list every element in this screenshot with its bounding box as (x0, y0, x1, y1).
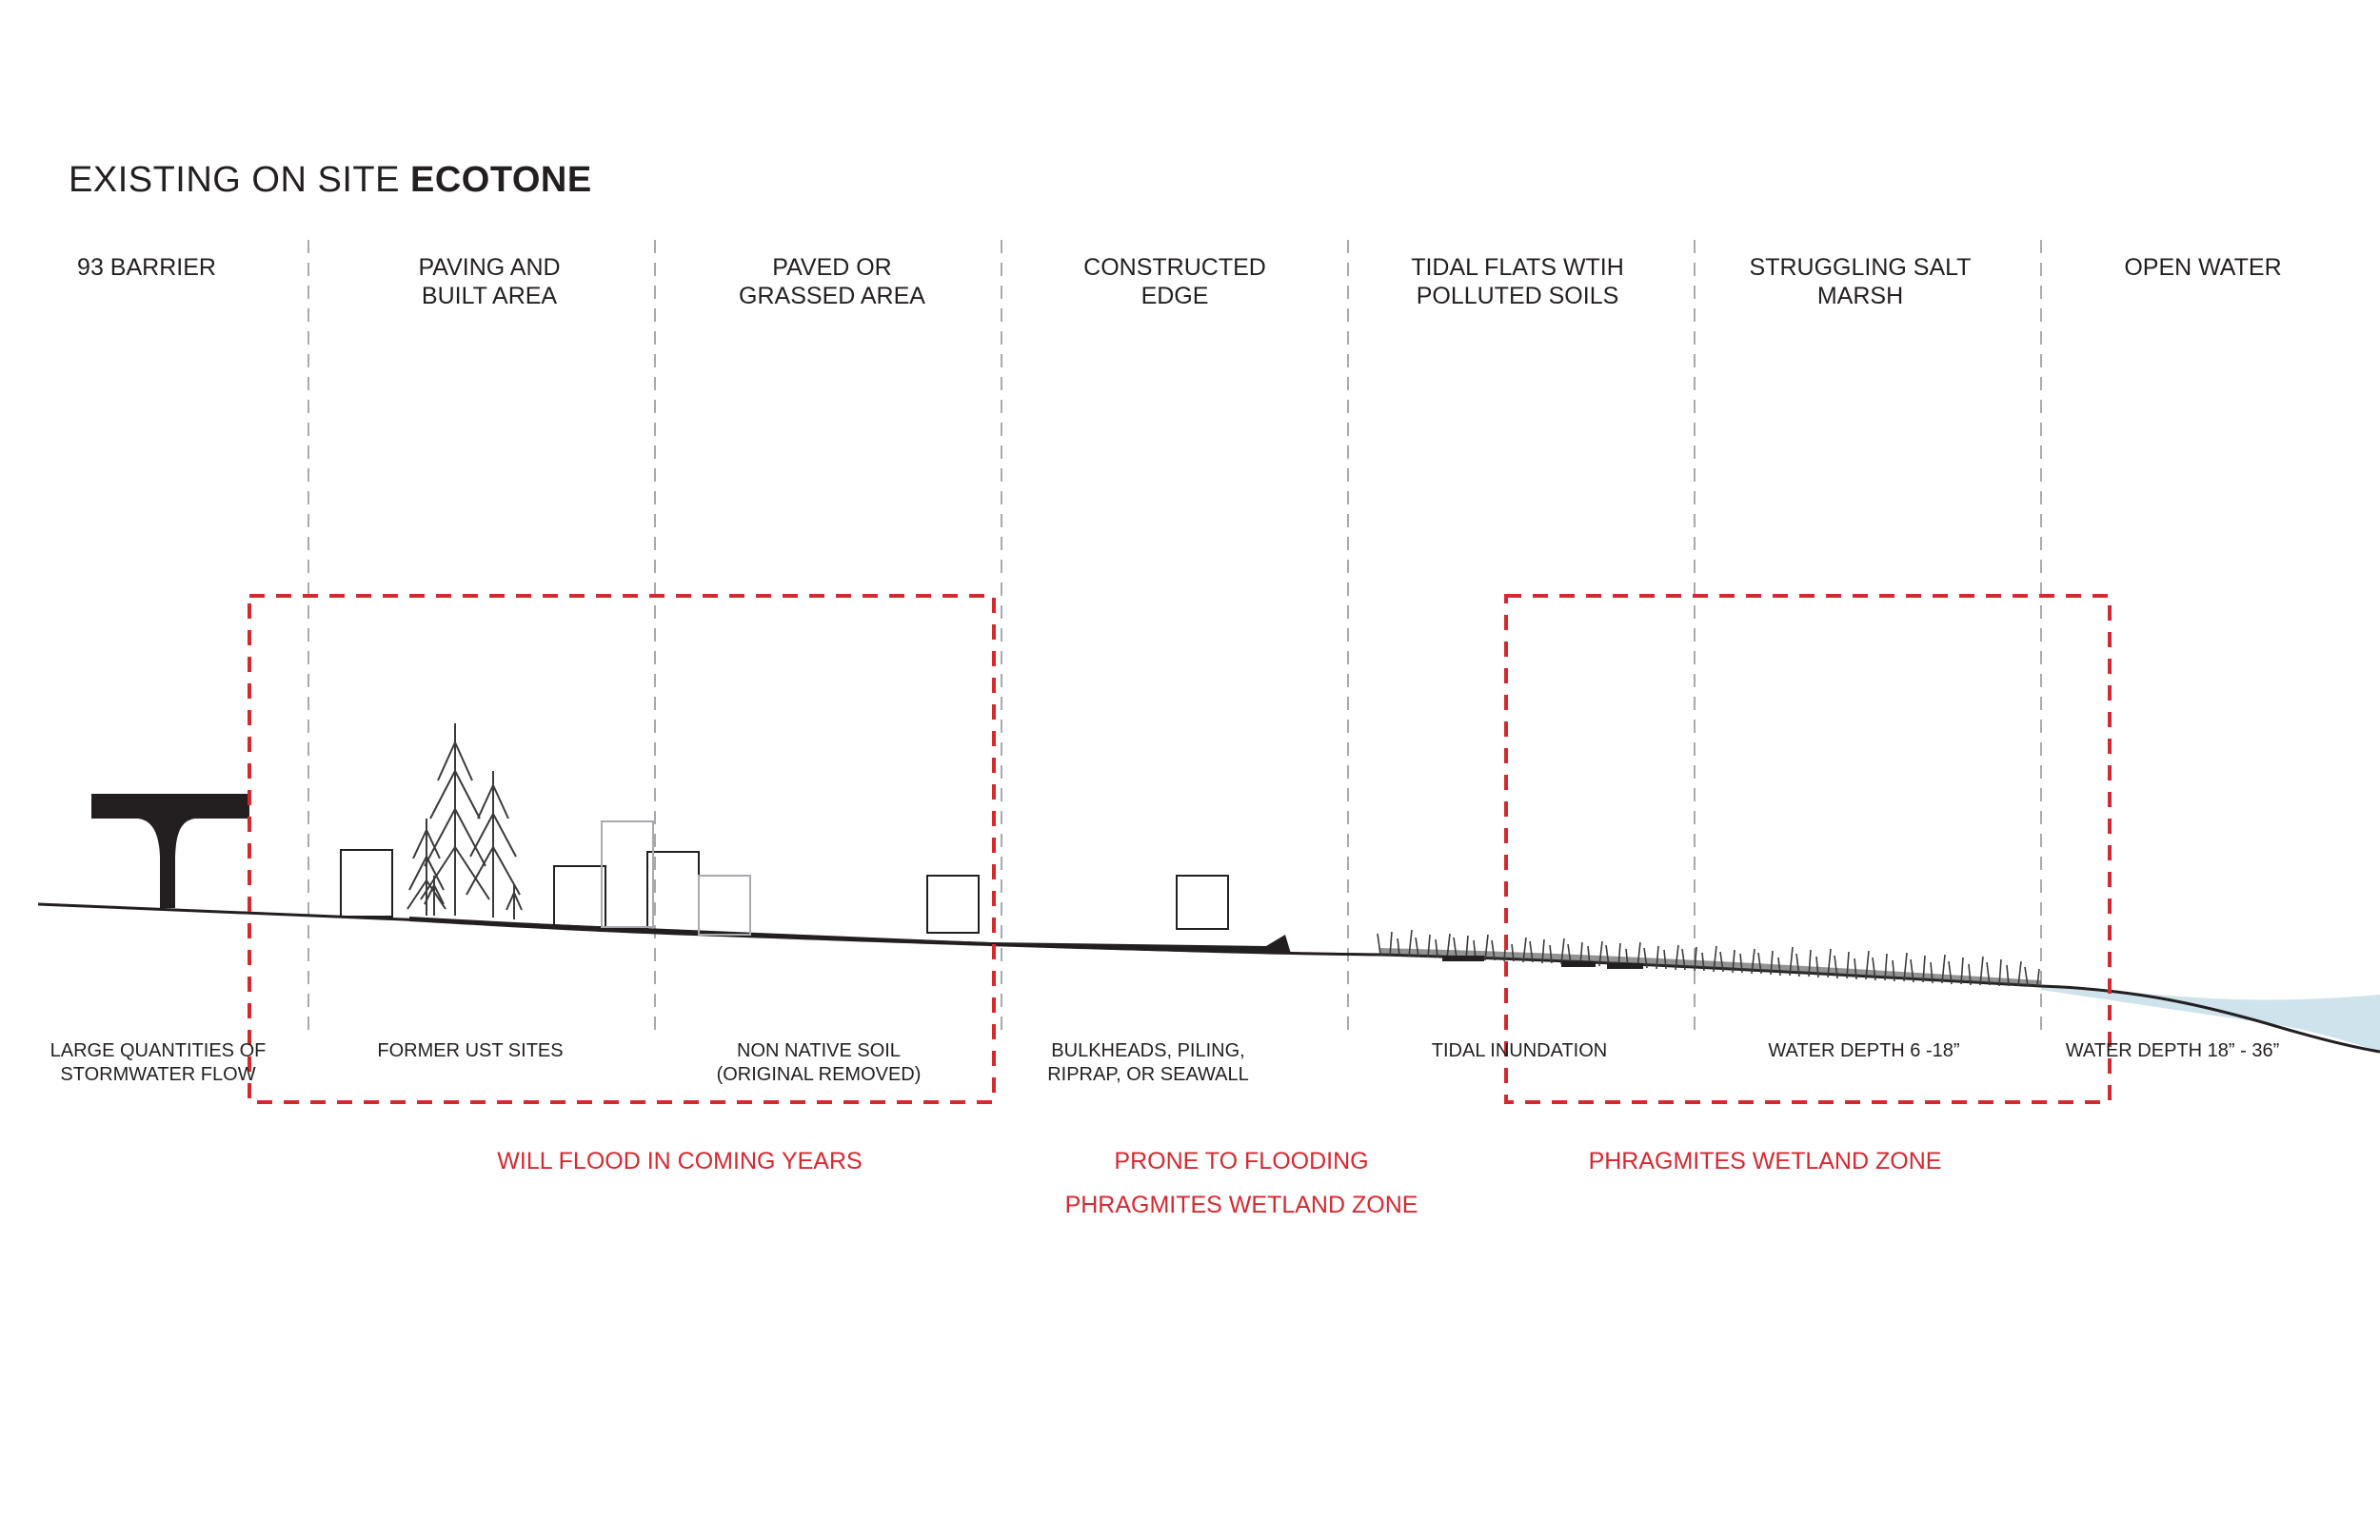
annotation-phragmites-center: PHRAGMITES WETLAND ZONE (1064, 1192, 1418, 1218)
buildings-light (601, 820, 751, 936)
diagram-title: EXISTING ON SITE ECOTONE (69, 160, 592, 201)
buildings (340, 820, 1229, 936)
zone-heading-93-barrier: 93 BARRIER (77, 254, 216, 281)
annotation-will-flood: WILL FLOOD IN COMING YEARS (497, 1148, 863, 1175)
zone-note-paved-grassed: NON NATIVE SOIL (ORIGINAL REMOVED) (716, 1040, 922, 1085)
zone-heading-paved-grassed: PAVED OR GRASSED AREA (739, 254, 925, 309)
zone-note-93-barrier: LARGE QUANTITIES OF STORMWATER FLOW (50, 1040, 267, 1085)
zone-note-tidal-flats: TIDAL INUNDATION (1431, 1040, 1608, 1061)
mud-patches (1442, 956, 1643, 969)
flood-zone-box-right (1504, 594, 2112, 1104)
tree (466, 771, 521, 918)
zone-heading-tidal-flats: TIDAL FLATS WTIH POLLUTED SOILS (1411, 254, 1624, 309)
annotation-phragmites-right: PHRAGMITES WETLAND ZONE (1588, 1148, 1942, 1175)
ground-line (37, 902, 2380, 1054)
title-bold: ECOTONE (410, 160, 592, 200)
tree (420, 723, 490, 916)
building (601, 820, 654, 928)
highway-barrier (91, 794, 249, 908)
marsh-mat (1380, 948, 2041, 986)
building (340, 849, 393, 918)
mud-patch (1561, 961, 1596, 967)
zone-heading-open-water: OPEN WATER (2124, 254, 2282, 281)
zone-note-salt-marsh: WATER DEPTH 6 -18” (1768, 1040, 1960, 1061)
zone-heading-constructed-edge: CONSTRUCTED EDGE (1083, 254, 1266, 309)
zone-heading-salt-marsh: STRUGGLING SALT MARSH (1749, 254, 1972, 309)
tree (424, 876, 445, 916)
zone-note-paving: FORMER UST SITES (377, 1040, 564, 1061)
building (1176, 875, 1229, 930)
zone-dividers (307, 240, 2042, 1039)
mud-patch (1442, 956, 1484, 961)
open-water (2041, 985, 2380, 1052)
tree (506, 885, 523, 919)
mud-patch (1607, 963, 1643, 969)
flood-zone-box-left (248, 594, 996, 1104)
title-prefix: EXISTING ON SITE (69, 160, 410, 200)
annotation-prone-to-flooding: PRONE TO FLOODING (1114, 1148, 1369, 1175)
building (926, 875, 980, 934)
building-outline (601, 820, 654, 928)
building-outline (698, 875, 751, 936)
zone-note-open-water: WATER DEPTH 18” - 36” (2065, 1040, 2280, 1061)
flood-zone-boxes (248, 594, 2112, 1104)
zone-note-constructed-edge: BULKHEADS, PILING, RIPRAP, OR SEAWALL (1047, 1040, 1249, 1085)
zone-heading-paving: PAVING AND BUILT AREA (418, 254, 561, 309)
building (553, 865, 606, 928)
pavement-slab (409, 917, 1291, 954)
building (698, 875, 751, 936)
trees (407, 723, 523, 919)
